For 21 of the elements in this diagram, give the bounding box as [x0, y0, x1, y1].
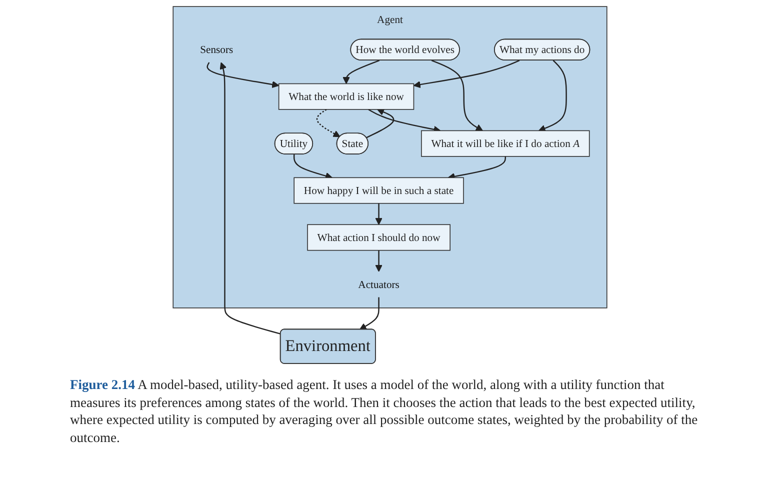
- arrow: [368, 108, 441, 133]
- arrow: [448, 156, 506, 180]
- node-box: What action I should do now: [307, 224, 450, 251]
- arrow: [375, 250, 382, 272]
- node-text: Actuators: [358, 278, 400, 290]
- arrow: [220, 62, 281, 334]
- node-box: How happy I will be in such a state: [294, 177, 464, 204]
- node-box: What it will be like if I do action A: [421, 130, 590, 157]
- arrow: [359, 297, 380, 330]
- node-box: What the world is like now: [278, 83, 414, 110]
- arrow: [538, 60, 567, 132]
- node-text: Sensors: [200, 43, 234, 56]
- arrow: [366, 108, 394, 138]
- arrow: [316, 108, 340, 138]
- arrow: [431, 60, 483, 131]
- caption: Figure 2.14 A model-based, utility-based agent. It uses a model of the world, along with a utility function that measures its preferences among states of the world. Then it chooses the action that leads to the best expected utility, where expected utility is computed by averaging over all possible outcome states, weighted by the probability of the outcome.: [70, 376, 699, 446]
- arrow: [413, 60, 520, 88]
- arrow: [293, 154, 333, 180]
- arrow: [206, 62, 280, 88]
- arrow: [375, 203, 382, 225]
- arrow: [342, 60, 380, 84]
